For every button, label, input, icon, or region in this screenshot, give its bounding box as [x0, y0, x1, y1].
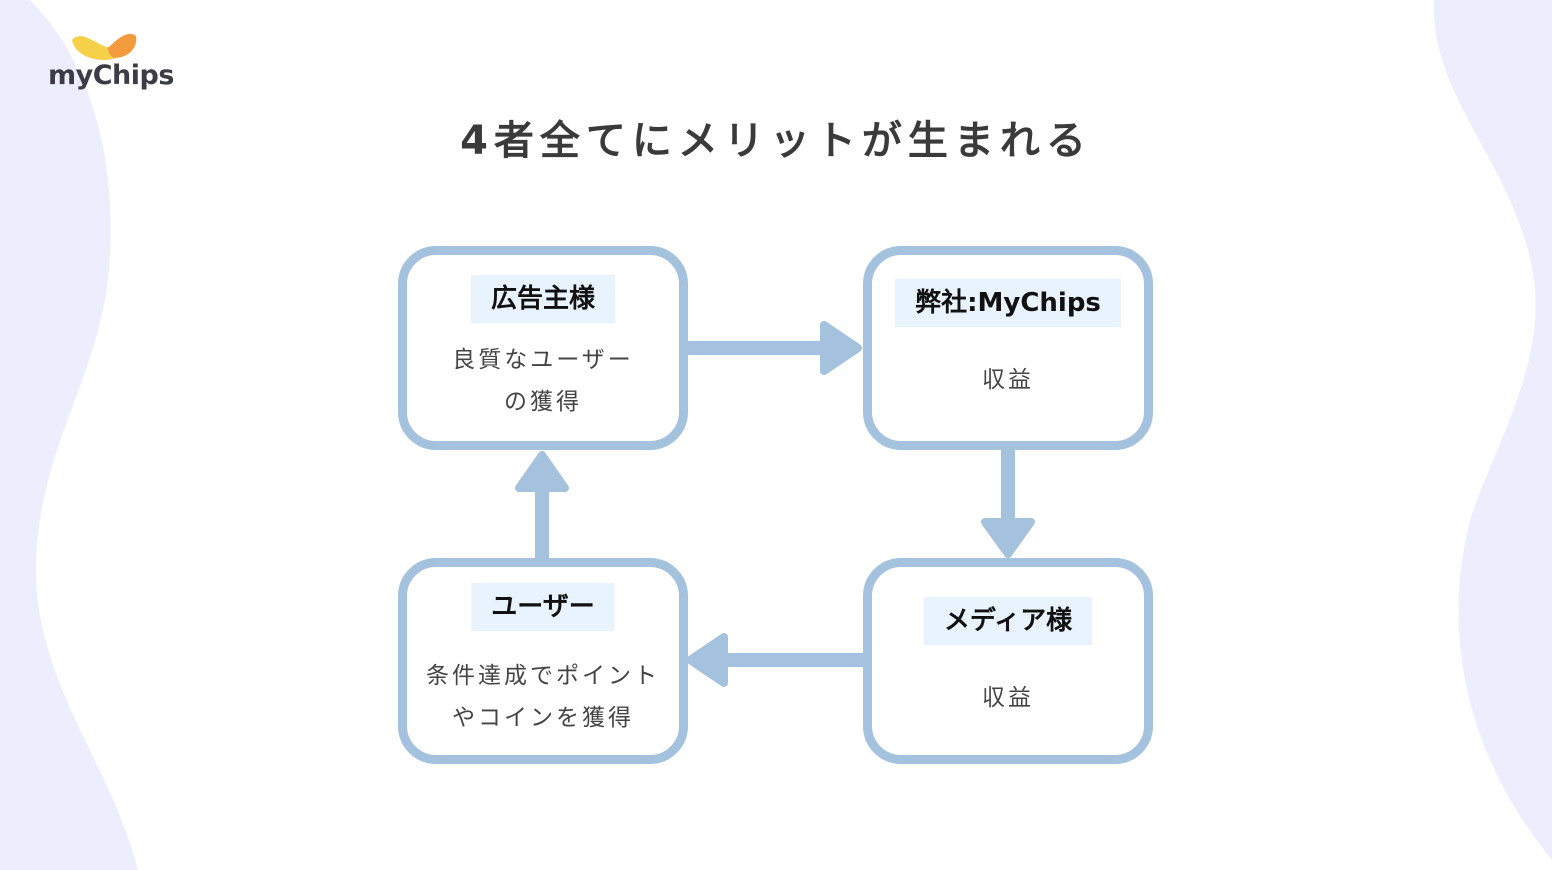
chips-icon [72, 33, 137, 60]
node-label: 弊社:MyChips [895, 279, 1121, 327]
node-media: メディア様 収益 [863, 558, 1153, 764]
arrow-user-to-advertiser [515, 451, 569, 558]
node-label: 広告主様 [470, 275, 616, 323]
node-description: 収益 [982, 685, 1034, 711]
node-label: メディア様 [923, 597, 1093, 645]
arrow-company-to-media [981, 450, 1035, 558]
arrow-media-to-user [686, 633, 864, 687]
left-wave [0, 0, 138, 870]
node-user: ユーザー 条件達成でポイント やコインを獲得 [398, 558, 688, 764]
logo-text: myChips [48, 60, 174, 91]
node-company: 弊社:MyChips 収益 [863, 246, 1153, 450]
node-description: 良質なユーザー の獲得 [452, 347, 634, 415]
node-description: 収益 [982, 367, 1034, 393]
page-title: 4者全てにメリットが生まれる [460, 118, 1092, 164]
arrow-advertiser-to-company [688, 321, 862, 375]
node-description: 条件達成でポイント やコインを獲得 [426, 663, 660, 731]
mychips-logo: myChips [44, 28, 174, 108]
right-wave [1433, 0, 1552, 860]
node-label: ユーザー [471, 583, 615, 631]
node-advertiser: 広告主様 良質なユーザー の獲得 [398, 246, 688, 450]
